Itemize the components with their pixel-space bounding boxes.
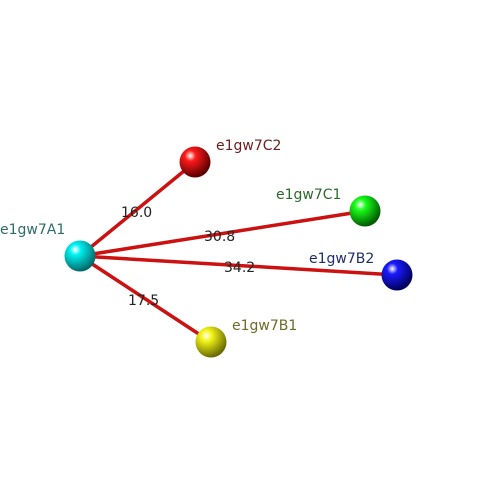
- node-b2-sphere[interactable]: [381, 259, 413, 291]
- node-label-b2: e1gw7B2: [309, 251, 374, 267]
- edge-label-a1-b2: 34.2: [224, 260, 255, 276]
- edge-label-a1-c1: 30.8: [204, 229, 235, 245]
- edge-a1-c1: [79, 209, 366, 258]
- node-label-b1: e1gw7B1: [232, 318, 297, 334]
- node-c1-sphere[interactable]: [349, 195, 381, 227]
- node-label-c1: e1gw7C1: [276, 187, 341, 203]
- node-a1-sphere[interactable]: [64, 240, 96, 272]
- node-b1-sphere[interactable]: [195, 326, 227, 358]
- edge-label-a1-c2: 16.0: [121, 205, 152, 221]
- node-label-a1: e1gw7A1: [0, 222, 65, 238]
- edge-a1-b1: [79, 254, 212, 344]
- node-c2-sphere[interactable]: [179, 146, 211, 178]
- edge-a1-b2: [79, 254, 398, 277]
- edge-label-a1-b1: 17.5: [128, 293, 159, 309]
- node-label-c2: e1gw7C2: [216, 138, 281, 154]
- edge-a1-c2: [78, 160, 197, 258]
